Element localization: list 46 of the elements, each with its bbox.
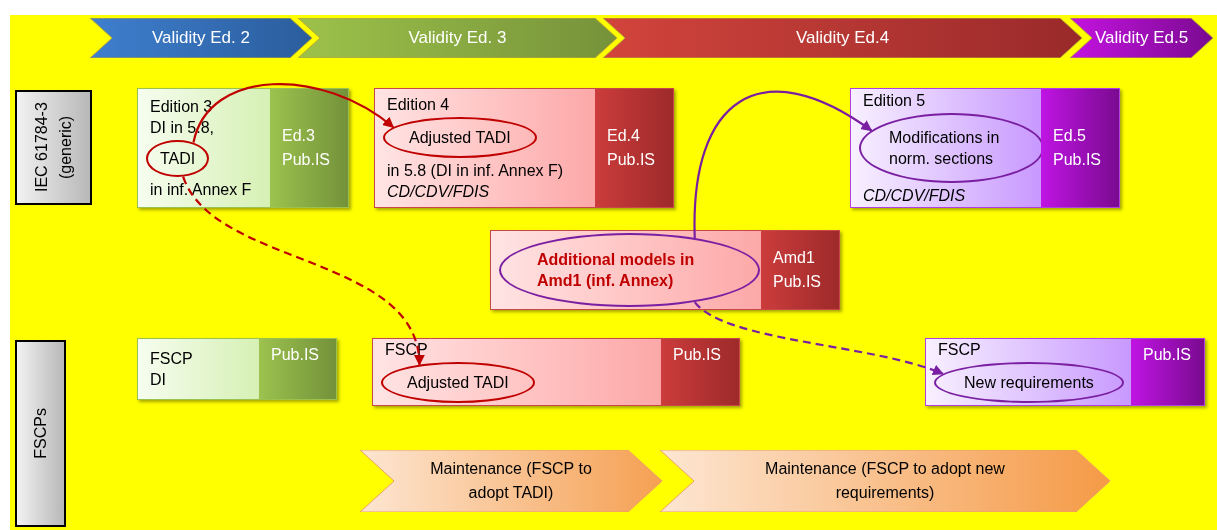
publication-label: Ed.4 Pub.IS xyxy=(607,126,657,170)
box-text: DI xyxy=(149,370,167,390)
edition-box xyxy=(850,88,1120,208)
phase-banner xyxy=(1070,18,1213,58)
edition-box xyxy=(374,88,674,208)
validity-label: Validity Ed. 2 xyxy=(152,27,250,49)
phase-banner xyxy=(90,18,312,58)
phase-banner xyxy=(298,18,617,58)
maintenance-banner xyxy=(660,450,1110,512)
publication-label: Ed.5 Pub.IS xyxy=(1053,126,1103,170)
edition-box xyxy=(137,88,349,208)
highlight-ellipse: TADI xyxy=(146,140,210,177)
highlight-ellipse: New requirements xyxy=(934,362,1124,403)
fscp-box xyxy=(925,338,1205,406)
validity-label: Validity Ed.5 xyxy=(1094,27,1189,49)
maintenance-banner xyxy=(360,450,662,512)
publication-label: Pub.IS xyxy=(271,345,321,365)
box-text: Edition 4 xyxy=(386,95,451,115)
validity-label: Validity Ed.4 xyxy=(795,27,890,49)
highlight-ellipse: Adjusted TADI xyxy=(383,117,537,158)
row-header-label: IEC 61784-3 (generic) xyxy=(31,101,75,195)
publication-label: Pub.IS xyxy=(673,345,723,365)
arrow xyxy=(693,90,873,238)
publication-label: Ed.3 Pub.IS xyxy=(282,126,332,170)
arrow xyxy=(192,83,395,143)
publication-label: Pub.IS xyxy=(1143,345,1193,365)
fscp-box xyxy=(137,338,337,400)
arrow xyxy=(182,176,424,366)
box-text: CD/CDV/FDIS xyxy=(386,182,491,202)
row-header xyxy=(15,90,92,205)
amendment-box xyxy=(490,230,840,310)
maintenance-label: Maintenance (FSCP to adopt new requirements) xyxy=(764,459,1006,503)
box-text: Edition 5 xyxy=(862,91,927,111)
box-text: FSCP xyxy=(937,340,982,360)
box-text: CD/CDV/FDIS xyxy=(862,186,967,206)
arrow xyxy=(694,301,944,376)
highlight-ellipse: Adjusted TADI xyxy=(381,362,535,403)
maintenance-label: Maintenance (FSCP to adopt TADI) xyxy=(429,459,593,503)
fscp-box xyxy=(372,338,740,406)
row-header-label: FSCPs xyxy=(30,408,50,459)
box-text: in 5.8 (DI in inf. Annex F) xyxy=(386,161,565,181)
row-header xyxy=(15,340,66,527)
box-text: FSCP xyxy=(149,349,194,369)
publication-label: Amd1 Pub.IS xyxy=(773,248,823,292)
box-text: in inf. Annex F xyxy=(149,180,253,200)
validity-label: Validity Ed. 3 xyxy=(408,27,507,49)
